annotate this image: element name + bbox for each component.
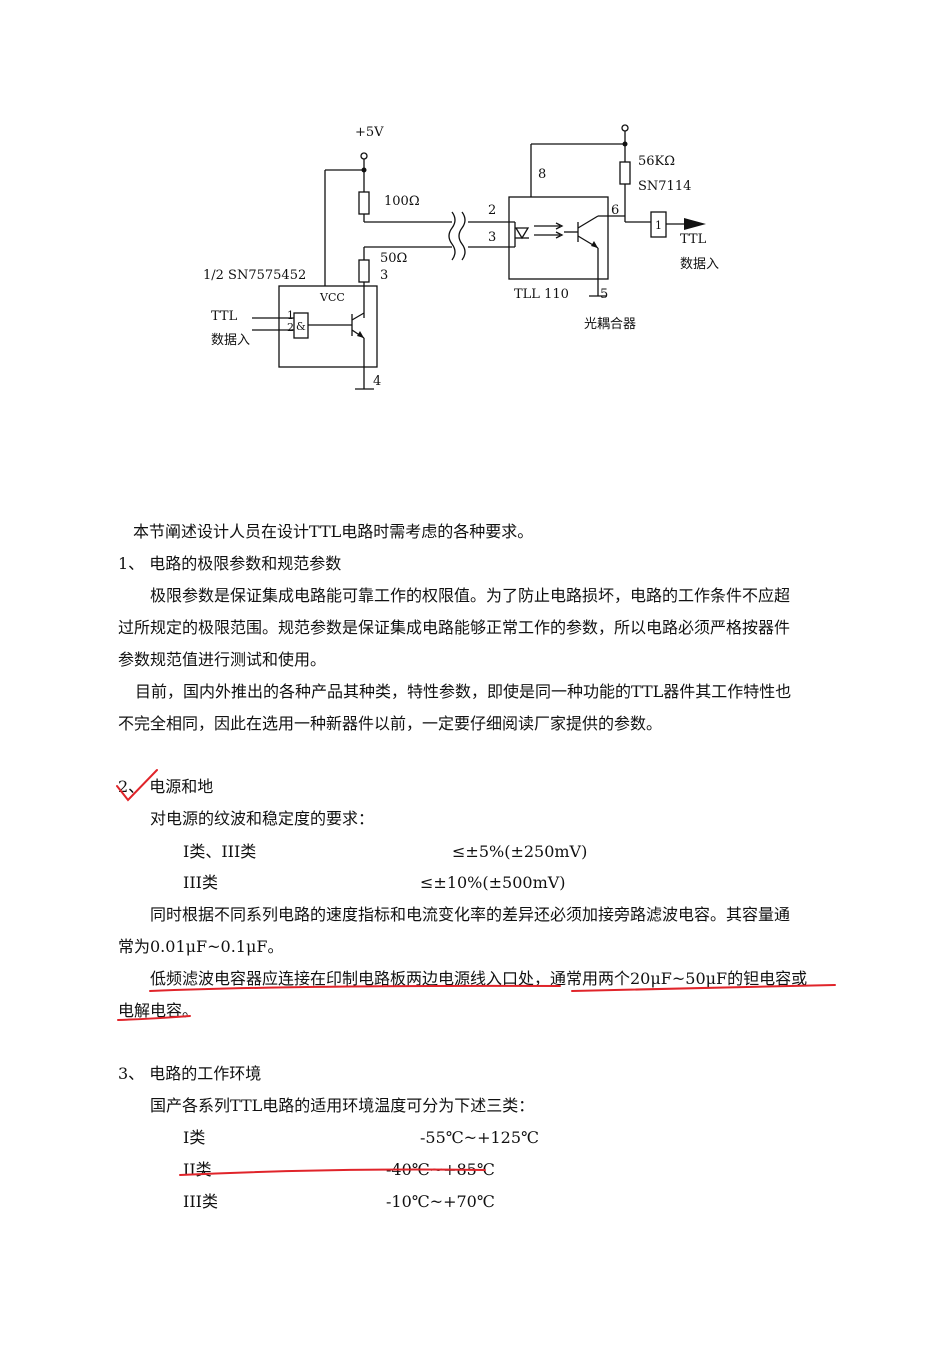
- opto-pin-2-label: 2: [488, 203, 496, 218]
- gate-symbol: &: [296, 320, 306, 333]
- output-arrow-icon: [684, 218, 706, 230]
- section-1-para-1-line-3: 参数规范值进行测试和使用。: [118, 650, 327, 669]
- supply-terminal: [360, 152, 368, 160]
- pin-2-label: 2: [287, 321, 294, 334]
- section-3-heading: 3、 电路的工作环境: [118, 1064, 262, 1083]
- section-1-para-2-line-1: 目前，国内外推出的各种产品其种类，特性参数，即使是同一种功能的TTL器件其工作特…: [135, 682, 792, 701]
- ripple-row-value: ≤±10%(±500mV): [420, 873, 566, 892]
- optocoupler-led: [514, 227, 530, 240]
- resistor-56k-label: 56KΩ: [638, 154, 675, 169]
- buffer-label: 1: [655, 219, 662, 232]
- section-2-para-1-line-2: 常为0.01μF~0.1μF。: [118, 937, 284, 956]
- driver-chip-box: [278, 285, 378, 368]
- section-2-heading: 2、 电源和地: [118, 777, 214, 796]
- section-2-para-1-line-1: 同时根据不同系列电路的速度指标和电流变化率的差异还必须加接旁路滤波电容。其容量通: [150, 905, 791, 924]
- section-1-para-1-line-2: 过所规定的极限范围。规范参数是保证集成电路能够正常工作的参数，所以电路必须严格按…: [118, 618, 791, 637]
- section-1-para-2-line-2: 不完全相同，因此在选用一种新器件以前，一定要仔细阅读厂家提供的参数。: [118, 714, 663, 733]
- temp-row-label: II类: [183, 1160, 212, 1179]
- temp-row-value: -55℃~+125℃: [420, 1128, 539, 1147]
- temp-row-label: III类: [183, 1192, 218, 1211]
- opto-pin-3-label: 3: [488, 230, 496, 245]
- opto-pin-6-label: 6: [611, 203, 619, 218]
- supply-label: +5V: [355, 125, 384, 140]
- section-3-lead: 国产各系列TTL电路的适用环境温度可分为下述三类：: [150, 1096, 535, 1115]
- ripple-row-value: ≤±5%(±250mV): [452, 842, 588, 861]
- vcc-label: VCC: [319, 291, 345, 304]
- receiver-supply-terminal: [621, 124, 629, 132]
- optocoupler-name: TLL 110: [514, 287, 569, 302]
- ripple-row-label: I类、III类: [183, 842, 257, 861]
- circuit-diagram: +5V 100Ω 50Ω 3 1/2 SN7575452 VCC 1 2 & T…: [203, 124, 719, 390]
- temp-row-label: I类: [183, 1128, 206, 1147]
- pin-3-label: 3: [380, 268, 388, 283]
- section-2-lead: 对电源的纹波和稳定度的要求：: [150, 809, 375, 828]
- resistor-100: [358, 191, 370, 215]
- input-label-bottom: 数据入: [211, 333, 250, 348]
- temp-row-value: -10℃~+70℃: [386, 1192, 495, 1211]
- opto-pin-8-label: 8: [538, 167, 546, 182]
- driver-name: 1/2 SN7575452: [203, 268, 306, 283]
- resistor-50: [358, 259, 370, 283]
- pin-4-label: 4: [373, 374, 381, 389]
- resistor-100-label: 100Ω: [384, 194, 420, 209]
- output-label-top: TTL: [680, 232, 707, 247]
- optocoupler-box: [508, 196, 609, 280]
- input-label-top: TTL: [211, 309, 238, 324]
- section-2-para-2-line-2: 电解电容。: [118, 1001, 199, 1020]
- pin-1-label: 1: [287, 309, 294, 322]
- optocoupler-caption: 光耦合器: [584, 317, 636, 332]
- section-1-para-1-line-1: 极限参数是保证集成电路能可靠工作的权限值。为了防止电路损坏，电路的工作条件不应超: [150, 586, 791, 605]
- opto-pin-5-label: 5: [600, 287, 608, 302]
- resistor-50-label: 50Ω: [380, 251, 407, 266]
- receiver-name: SN7114: [638, 179, 691, 194]
- temp-row-value: -40℃~+85℃: [386, 1160, 495, 1179]
- resistor-56k: [619, 161, 631, 185]
- ripple-row-label: III类: [183, 873, 218, 892]
- output-label-bottom: 数据入: [680, 257, 719, 272]
- intro-paragraph: 本节阐述设计人员在设计TTL电路时需考虑的各种要求。: [133, 522, 534, 541]
- section-2-para-2-line-1: 低频滤波电容器应连接在印制电路板两边电源线入口处，通常用两个20μF~50μF的…: [150, 969, 808, 988]
- section-1-heading: 1、 电路的极限参数和规范参数: [118, 554, 342, 573]
